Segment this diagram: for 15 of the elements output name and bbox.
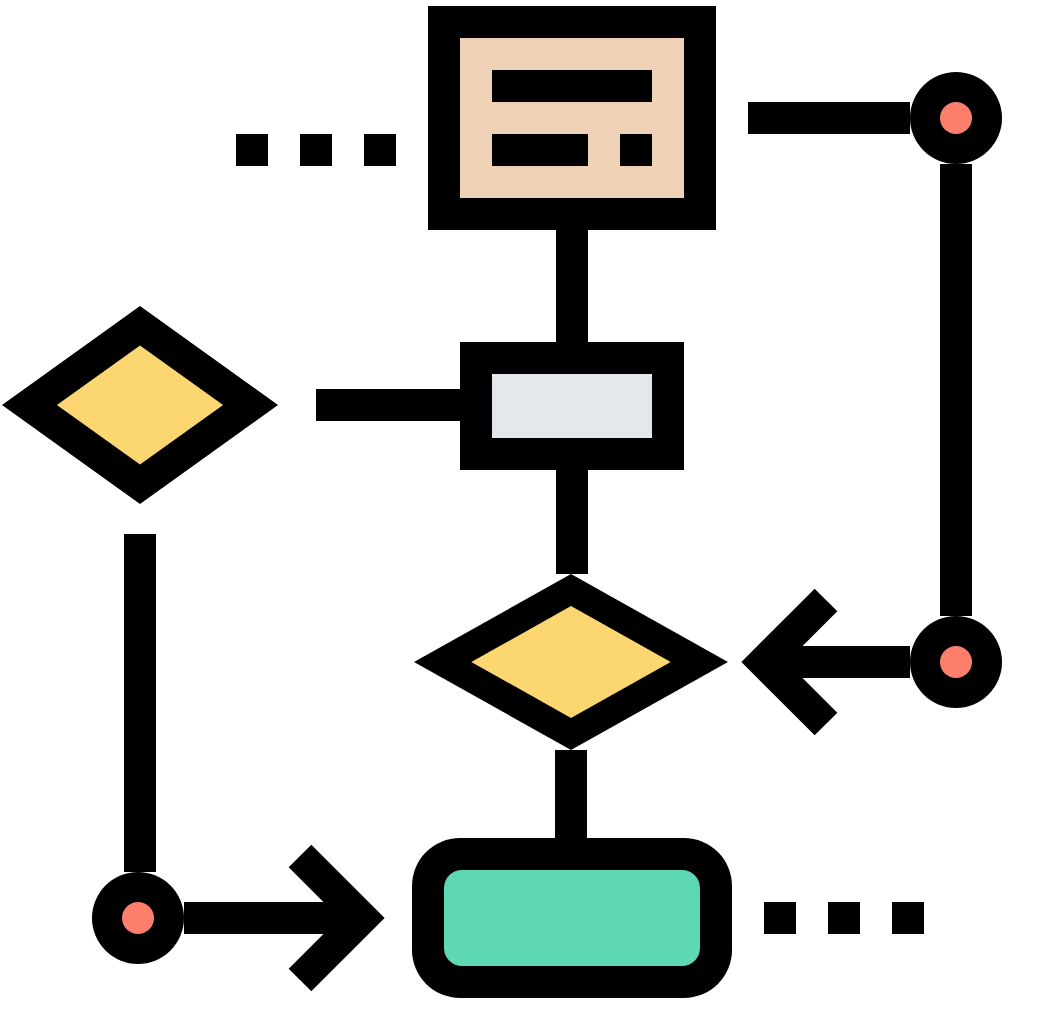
connector-line	[556, 470, 588, 574]
decision-diamond	[2, 306, 278, 504]
rounded-box	[412, 838, 732, 998]
connector-line	[555, 750, 587, 838]
decision-diamond	[414, 574, 728, 750]
connector-line	[316, 389, 460, 421]
connector-line	[124, 534, 156, 872]
connector-line	[556, 230, 588, 342]
connector-line	[940, 164, 972, 616]
connector-line	[748, 102, 910, 134]
junction-circle	[910, 616, 1002, 708]
junction-circle	[910, 72, 1002, 164]
document-box	[428, 6, 716, 230]
junction-circle	[92, 872, 184, 964]
process-box	[460, 342, 684, 470]
